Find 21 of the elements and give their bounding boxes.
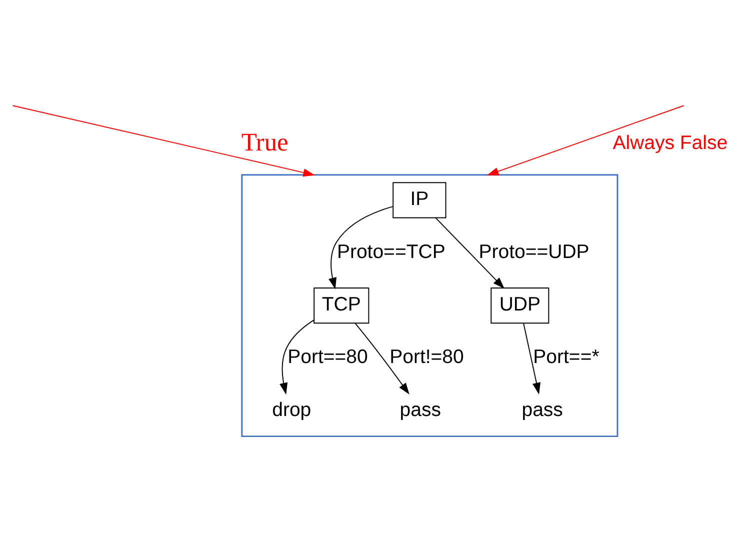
edge-label: Proto==TCP [336,240,446,263]
edge-label: Always False [612,132,728,154]
node-box: IP [392,182,446,218]
arrow [435,217,504,289]
edge-label: Proto==UDP [478,240,590,263]
edge-label: Port!=80 [390,346,464,368]
edge-label: Port==* [533,346,600,368]
cluster [241,174,618,438]
arrow [12,105,315,177]
arrow [523,322,541,394]
node-box: TCP [314,288,370,324]
node-text: drop [272,398,312,421]
arrow [486,105,684,176]
node-box: UDP [490,288,550,324]
arrow [328,206,394,290]
node-text: pass [522,398,563,421]
node-text: pass [400,398,442,421]
arrow [354,322,410,395]
arrow [280,319,315,395]
edge-label: True [241,128,288,156]
edge-label: Port==80 [288,346,368,368]
